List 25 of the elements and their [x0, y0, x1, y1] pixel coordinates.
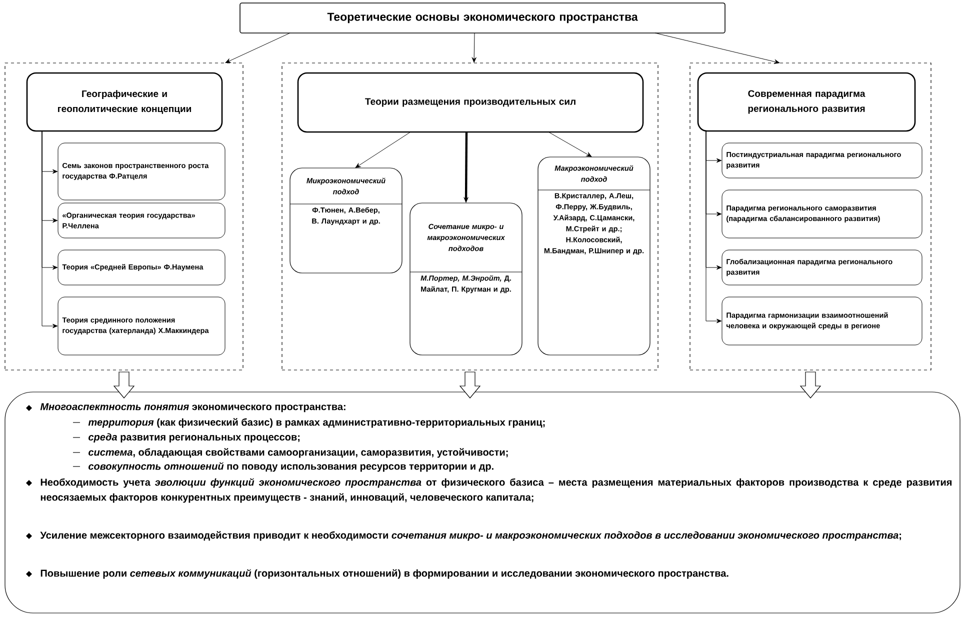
dash-item: территория (как физический базис) в рамках административно-территориальных границ;: [72, 418, 545, 428]
dashed-panel: [282, 62, 658, 370]
dash-item: система, обладающая свойствами самоорганизации, саморазвития, устойчивости;: [72, 448, 508, 458]
bullet-item: Многоаспектность понятия экономического пространства:: [26, 403, 346, 412]
block-arrow: [113, 372, 135, 398]
arrow: [472, 32, 476, 63]
heading-box: Теории размещения производительных сил: [297, 72, 644, 133]
arrow: [225, 32, 290, 63]
arrow: [355, 132, 411, 168]
block-arrow: [459, 372, 481, 398]
dash-item: среда развития региональных процессов;: [72, 433, 300, 442]
heading-box: Современная парадигма регионального развития: [697, 72, 916, 132]
arrow: [706, 130, 722, 324]
arrow: [42, 130, 58, 328]
block-arrow: [800, 372, 822, 398]
dashed-panel: [4, 62, 244, 370]
bullet-item: Повышение роли сетевых коммуникаций (горизонтальных отношений) в формировании и исследовании экономического пространства.: [26, 569, 728, 579]
arrow: [548, 132, 592, 157]
arrow: [654, 32, 780, 64]
bullet-item: Необходимость учета эволюции функций экономического пространства от физического базиса – места размещения материальных факторов производства к среде развития неосязаемых факторов конкурентных преимуществ - знаний, инноваций, человеческого капитала;: [26, 478, 952, 503]
dash-item: совокупность отношений по поводу использования ресурсов территории и др.: [72, 462, 494, 472]
heading-box: Географические и геополитические концепции: [26, 72, 223, 132]
bullet-item: Усиление межсекторного взаимодействия приводит к необходимости сочетания микро- и макроэкономических подходов в исследовании экономического пространства;: [26, 531, 901, 541]
dashed-panel: [690, 62, 932, 370]
title-box: Теоретические основы экономического пространства: [240, 2, 726, 34]
